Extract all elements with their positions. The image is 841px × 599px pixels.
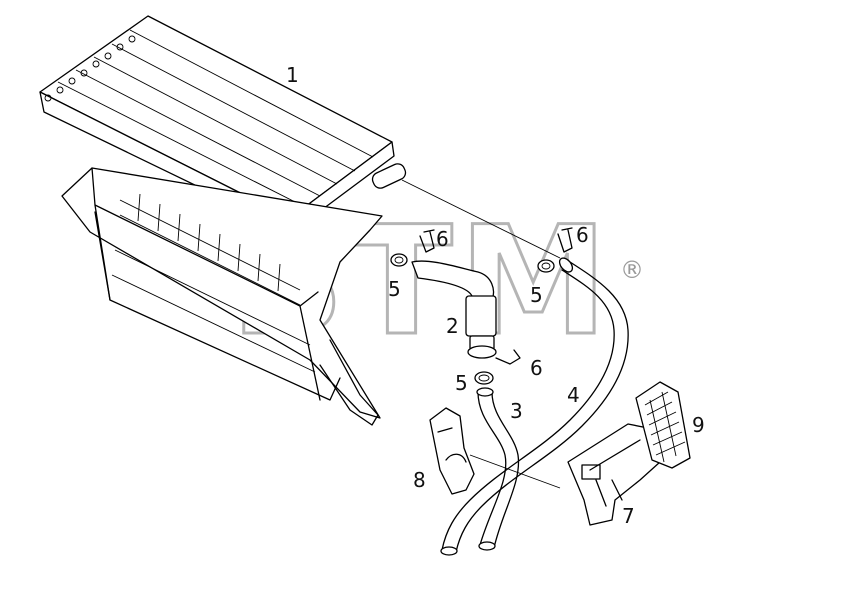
callout-labels: 1 2 3 4 5 5 5 6 6 6 7 8 9 xyxy=(286,63,705,528)
part-6-clips xyxy=(419,227,573,365)
callout-5b: 5 xyxy=(530,283,543,307)
callout-6b: 6 xyxy=(576,223,589,247)
callout-2: 2 xyxy=(446,314,459,338)
callout-6c: 6 xyxy=(530,356,543,380)
watermark-registered-mark: ® xyxy=(620,256,644,284)
leader-lines xyxy=(401,179,561,489)
callout-5c: 5 xyxy=(455,371,468,395)
part-4-hose xyxy=(440,257,629,556)
part-3-hose xyxy=(476,387,520,551)
callout-3: 3 xyxy=(510,399,523,423)
callout-9: 9 xyxy=(692,413,705,437)
part-2-valve xyxy=(411,260,497,359)
callout-4: 4 xyxy=(567,383,580,407)
part-5-orings xyxy=(390,253,555,385)
callout-7: 7 xyxy=(622,504,635,528)
callout-6a: 6 xyxy=(436,227,449,251)
heater-housing xyxy=(61,167,383,426)
part-9-grille xyxy=(635,381,691,469)
part-8-bracket xyxy=(429,407,475,495)
callout-8: 8 xyxy=(413,468,426,492)
callout-5a: 5 xyxy=(388,277,401,301)
callout-1: 1 xyxy=(286,63,299,87)
